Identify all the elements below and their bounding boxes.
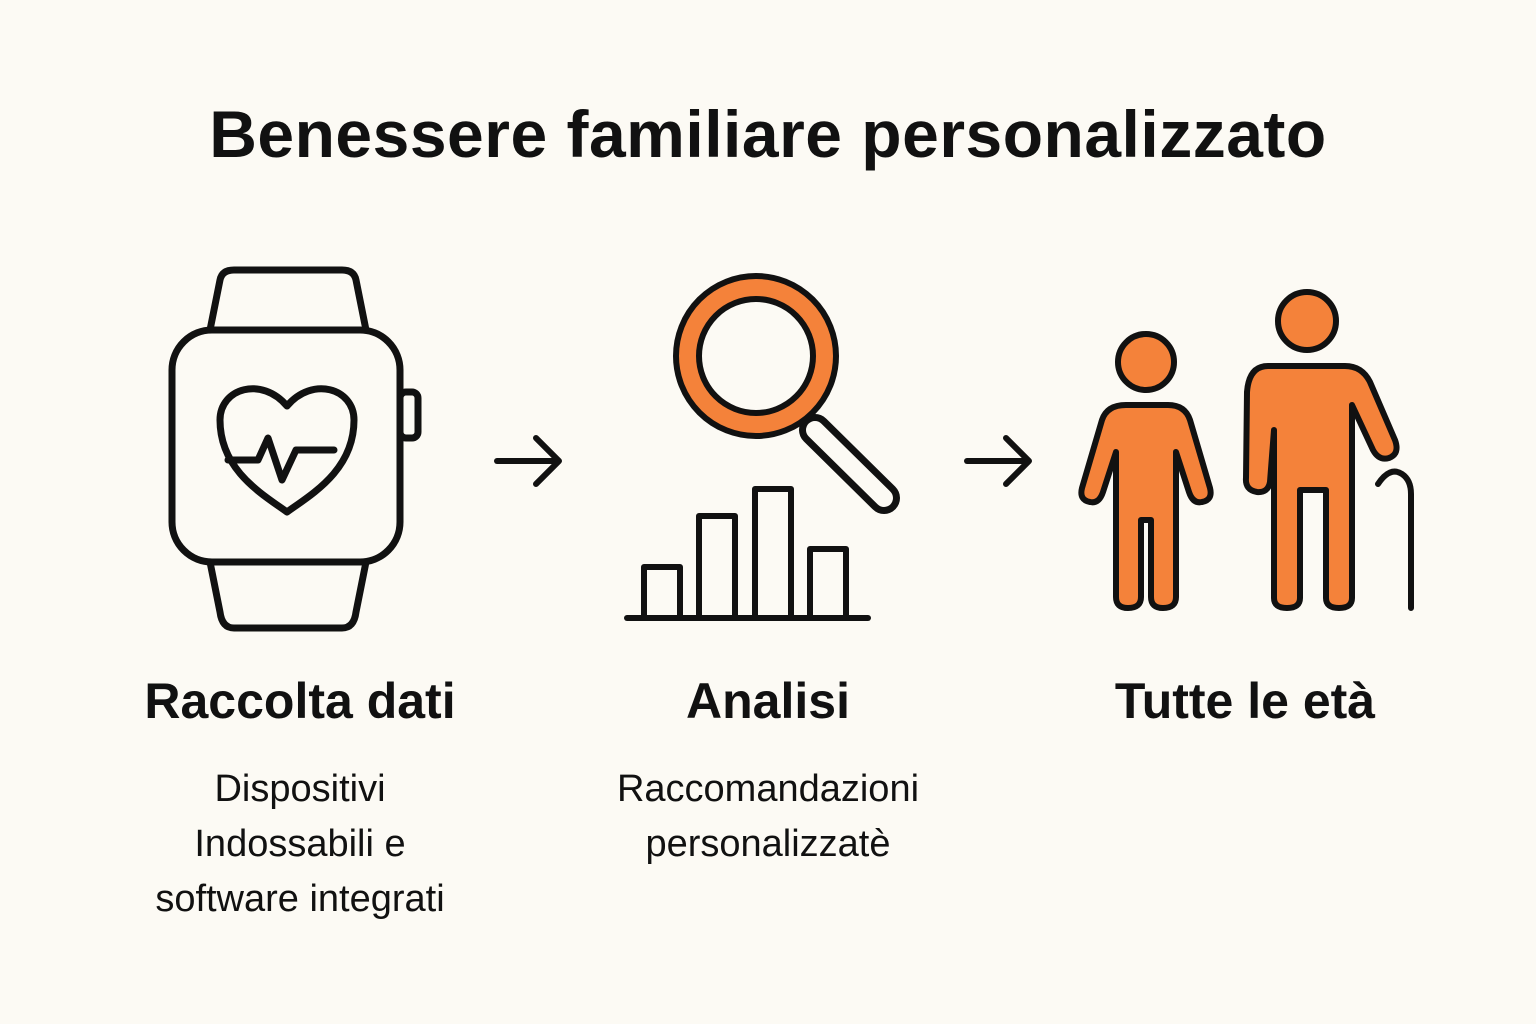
- description-line: personalizzatè: [645, 823, 891, 865]
- description-line: Dispositivi: [214, 768, 386, 810]
- arrow-right-icon: [494, 435, 562, 487]
- description-line: Indossabili e: [194, 823, 406, 865]
- step-description-analisi: Raccomandazioni personalizzatè: [518, 762, 1018, 872]
- description-line: software integrati: [155, 878, 445, 920]
- step-title-tutte-le-eta: Tutte le età: [1114, 673, 1376, 729]
- magnifier-bar-chart-icon: [624, 273, 900, 621]
- smartwatch-heart-icon: [168, 266, 422, 632]
- step-title-analisi: Analisi: [686, 673, 850, 729]
- page-title: Benessere familiare personalizzato: [209, 97, 1327, 171]
- description-line: Raccomandazioni: [616, 768, 920, 810]
- step-description-raccolta-dati: Dispositivi Indossabili e software integ…: [50, 762, 550, 927]
- arrow-right-icon: [964, 435, 1032, 487]
- step-title-raccolta-dati: Raccolta dati: [144, 673, 456, 729]
- family-generations-icon: [1078, 289, 1414, 611]
